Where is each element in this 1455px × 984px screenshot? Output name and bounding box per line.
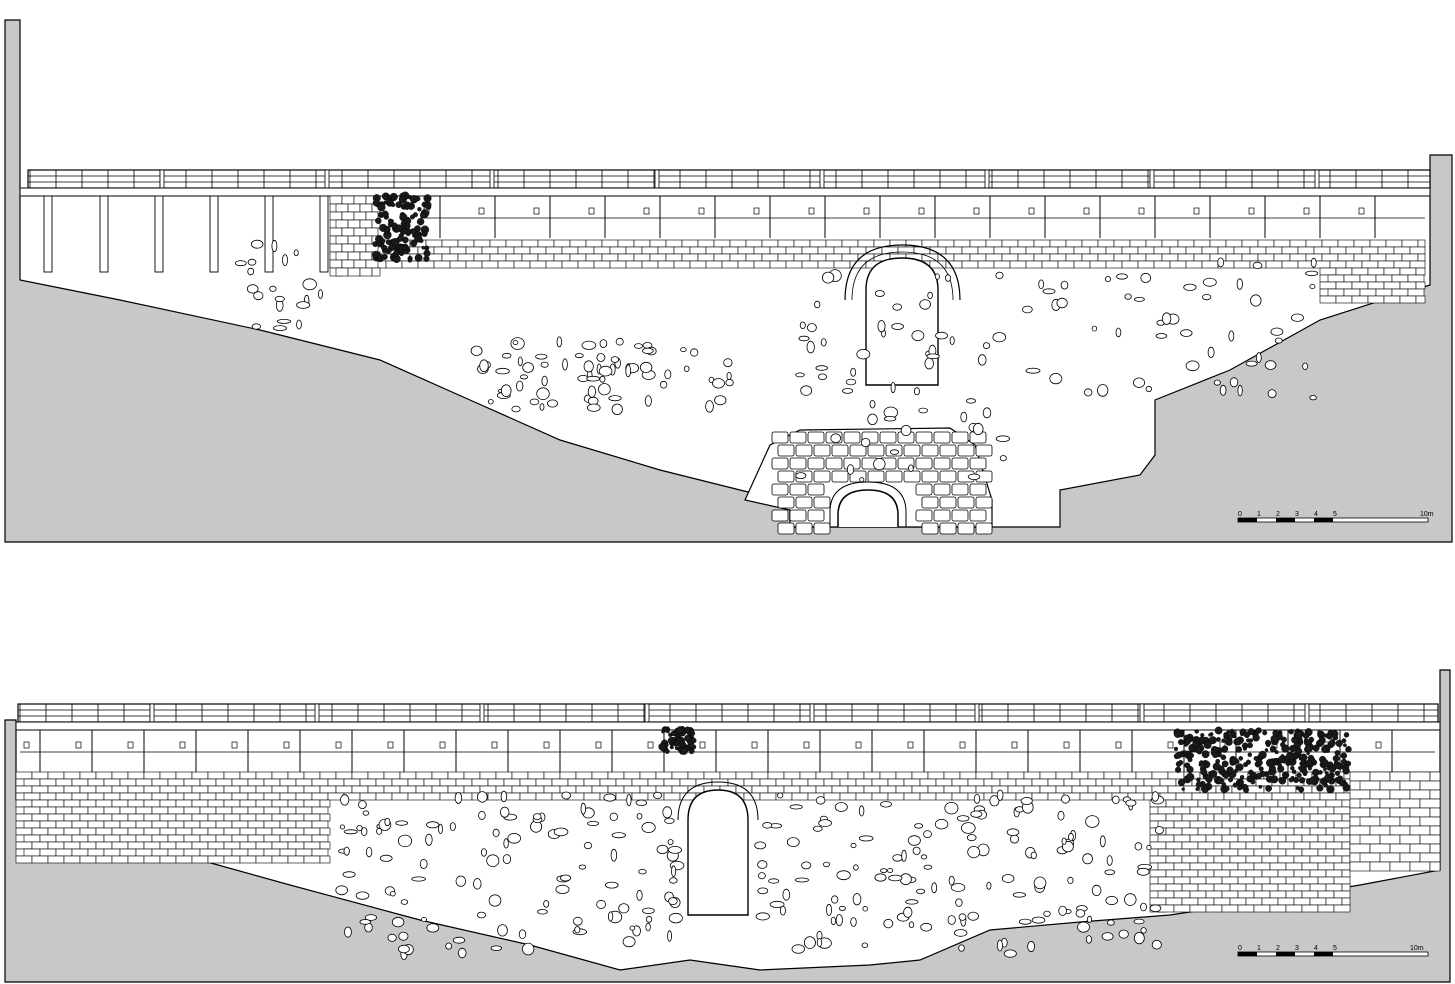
deck-supports-left [43, 195, 329, 273]
scale-end-label: 10m [1410, 945, 1424, 952]
scale-bar-bottom: 0 1 2 3 4 5 10m [1237, 945, 1429, 957]
scale-tick-label: 0 [1238, 511, 1242, 518]
rubble-stones-top [234, 239, 1319, 483]
scale-tick-label: 3 [1295, 945, 1299, 952]
scale-tick-label: 3 [1295, 511, 1299, 518]
main-arch-top [844, 244, 961, 386]
railing-bottom [17, 703, 1439, 723]
masonry-wall-bottom [15, 771, 1441, 913]
deck-brackets-top [420, 196, 1425, 238]
scale-tick-label: 0 [1238, 945, 1242, 952]
scale-tick-label: 1 [1257, 945, 1261, 952]
scale-tick-label: 5 [1333, 511, 1337, 518]
scale-bar-top: 0 1 2 3 4 5 10m [1237, 511, 1434, 523]
main-arch-bottom [677, 781, 759, 916]
lower-pier-top [744, 427, 993, 535]
ground-section-top [4, 19, 1453, 543]
scale-tick-label: 5 [1333, 945, 1337, 952]
rubble-stones-bottom [335, 789, 1165, 960]
scale-tick-label: 2 [1276, 945, 1280, 952]
vegetation-icon [372, 191, 432, 264]
upstream-elevation-drawing: 0 1 2 3 4 5 10m [4, 19, 1453, 543]
railing-top [27, 169, 1431, 189]
vegetation-icon [658, 725, 1352, 794]
scale-tick-label: 4 [1314, 511, 1318, 518]
scale-tick-label: 2 [1276, 511, 1280, 518]
scale-end-label: 10m [1420, 511, 1434, 518]
scale-tick-label: 4 [1314, 945, 1318, 952]
scale-tick-label: 1 [1257, 511, 1261, 518]
downstream-elevation-drawing: 0 1 2 3 4 5 10m [0, 660, 1455, 984]
